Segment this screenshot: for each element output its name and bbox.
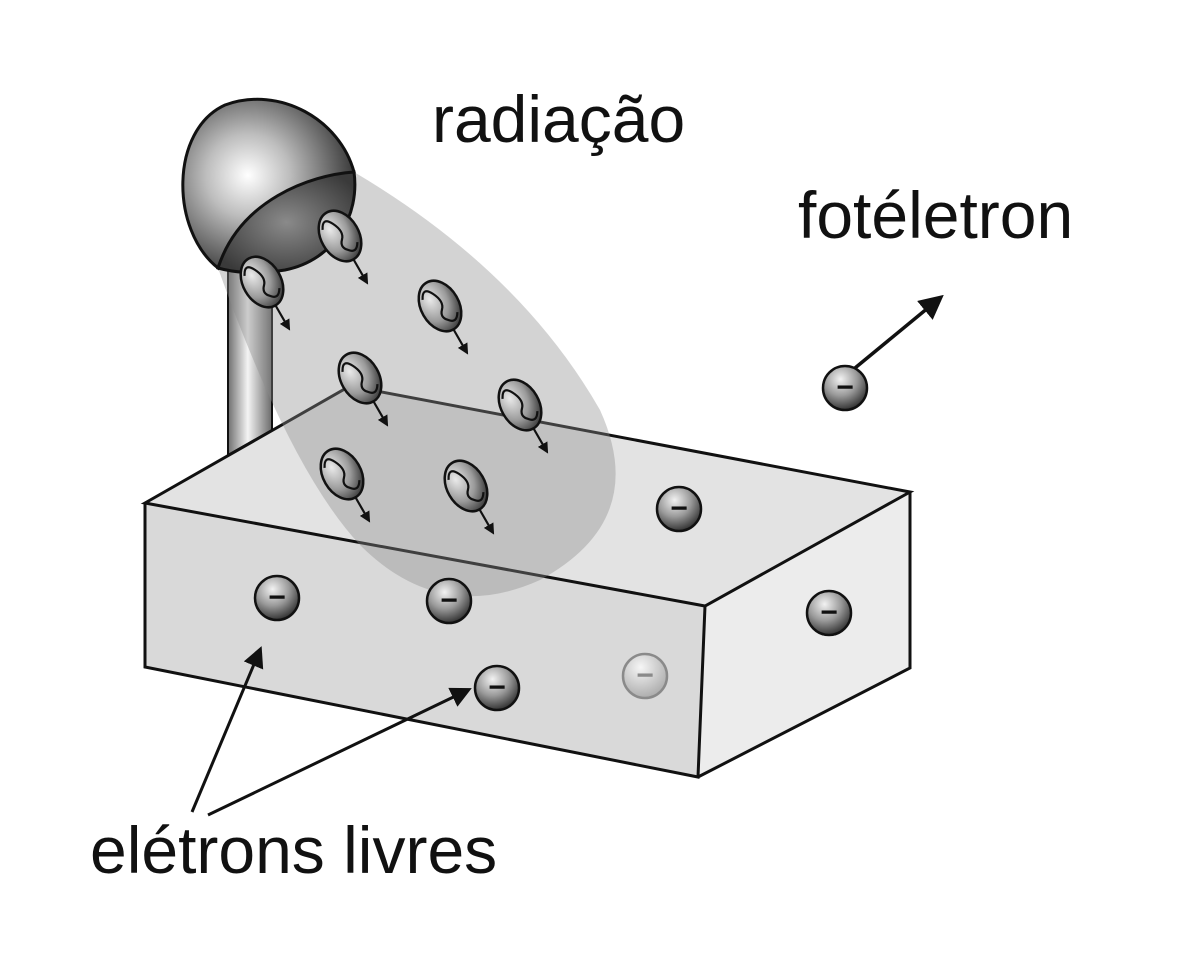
electron-circle — [621, 652, 669, 700]
label-radiation: radiação — [432, 82, 686, 156]
photon-wave — [341, 362, 379, 394]
electron-circle — [425, 577, 473, 625]
photon-direction-arrow — [274, 304, 291, 331]
photon-direction-arrow — [372, 400, 389, 427]
electron-minus-sign: − — [670, 492, 688, 525]
label-photoelectron: fotéletron — [798, 178, 1074, 252]
photon-direction-arrow — [452, 328, 469, 355]
electron-circle — [655, 485, 703, 533]
electron-circle — [253, 574, 301, 622]
lamp — [181, 97, 357, 275]
photoelectron: − — [821, 364, 869, 412]
electron-minus-sign: − — [636, 659, 654, 692]
label-free-electrons: elétrons livres — [90, 813, 498, 887]
electron-minus-sign: − — [488, 671, 506, 704]
photon-wave — [501, 389, 539, 421]
photon-wave — [323, 458, 361, 490]
photon — [337, 351, 389, 427]
free-electron: − — [425, 577, 473, 625]
free-electrons-arrow-2 — [207, 687, 472, 817]
photon-wave — [243, 266, 281, 298]
photon — [319, 447, 371, 523]
photon — [317, 209, 369, 285]
free-electron: − — [473, 664, 521, 712]
electron-circle — [805, 589, 853, 637]
photon-direction-arrow — [478, 508, 495, 535]
photon-wave — [321, 220, 359, 252]
free-electrons-arrow-1 — [190, 646, 264, 813]
photon — [443, 459, 495, 535]
photon-wave — [421, 290, 459, 322]
electron-circle — [473, 664, 521, 712]
free-electron: − — [655, 485, 703, 533]
metal-block — [140, 384, 915, 779]
photoelectron-arrow — [853, 294, 944, 370]
radiation-beam — [218, 172, 616, 597]
photon — [497, 378, 549, 454]
electron-minus-sign: − — [820, 596, 838, 629]
photons-group — [239, 209, 549, 535]
photon-direction-arrow — [352, 258, 369, 285]
electron-minus-sign: − — [836, 371, 854, 404]
photon-wave — [447, 470, 485, 502]
free-electron: − — [805, 589, 853, 637]
free-electron: − — [253, 574, 301, 622]
free-electron-hidden: − — [621, 652, 669, 700]
electron-minus-sign: − — [440, 584, 458, 617]
electrons-group: − − − − − − − — [253, 364, 869, 712]
photon — [417, 279, 469, 355]
photon-direction-arrow — [354, 496, 371, 523]
electron-circle — [821, 364, 869, 412]
photon — [239, 255, 291, 331]
electron-minus-sign: − — [268, 581, 286, 614]
photon-direction-arrow — [532, 427, 549, 454]
